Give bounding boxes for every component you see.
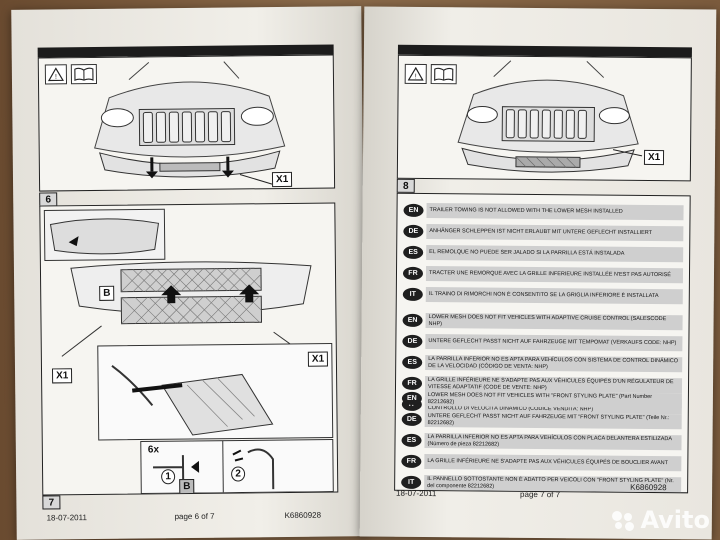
avito-wordmark: Avito	[640, 506, 710, 534]
quantity-label: 6x	[147, 444, 160, 456]
warning-triangle-icon: !	[44, 64, 68, 85]
jeep-front-drawing	[94, 61, 286, 185]
callout-x1: X1	[643, 149, 665, 166]
footer-page: page 7 of 7	[520, 489, 561, 500]
substep-2-badge: 2	[231, 466, 246, 482]
footer-code: K6860928	[284, 510, 322, 521]
manual-book-icon	[70, 63, 98, 85]
warning-triangle-icon: !	[404, 63, 427, 85]
step-number-8: 8	[396, 178, 415, 193]
step6-7-illustration: B X1 X1 6x 1 B 2	[39, 202, 339, 496]
step5-illustration: ! X1	[37, 54, 336, 192]
callout-b-bottom: B	[179, 478, 195, 495]
svg-text:!: !	[415, 73, 417, 80]
footer-date: 18-07-2011	[396, 488, 437, 499]
footer-code: K6860928	[630, 482, 667, 493]
substep-1-badge: 1	[161, 469, 176, 485]
callout-x1: X1	[271, 171, 293, 188]
footer-date: 18-07-2011	[46, 513, 87, 523]
jeep-front-drawing	[457, 60, 643, 173]
avito-logo-icon	[612, 511, 636, 531]
bumper-mesh-drawing	[43, 208, 334, 495]
footer-page: page 6 of 7	[174, 511, 215, 522]
callout-x1-left: X1	[51, 368, 73, 384]
manual-book-icon	[430, 64, 457, 85]
step8-illustration: ! X1	[396, 54, 692, 182]
manual-page-left: ! X1 6	[11, 6, 367, 540]
avito-watermark: Avito	[612, 506, 710, 534]
callout-b: B	[99, 285, 115, 301]
svg-text:!: !	[55, 74, 57, 81]
step-number-7: 7	[42, 495, 61, 510]
callout-x1-right: X1	[307, 351, 329, 367]
